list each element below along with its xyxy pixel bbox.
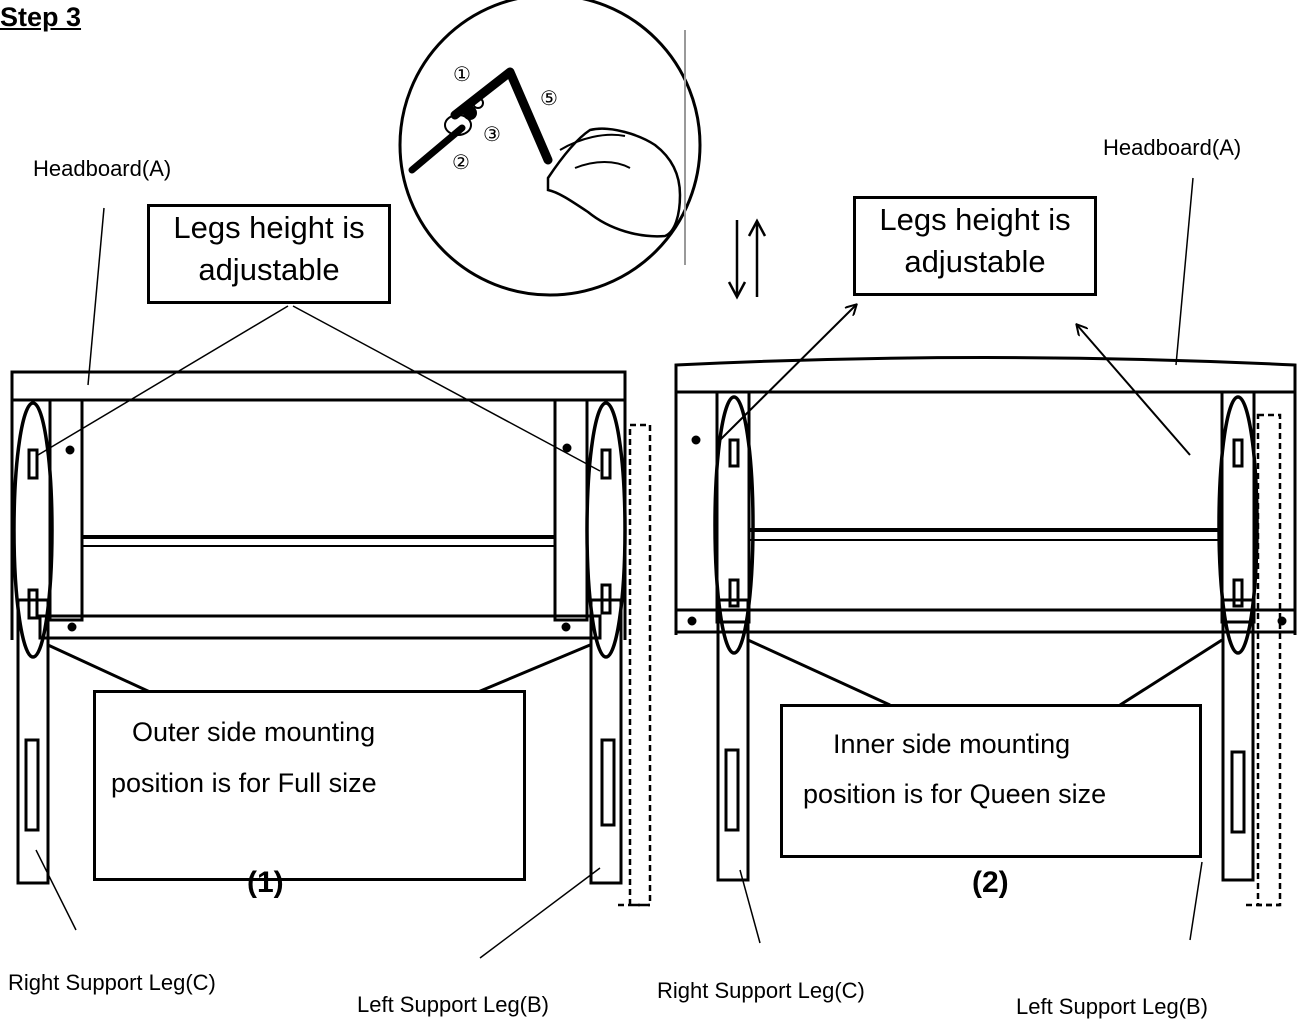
marker-2: ② — [452, 152, 470, 174]
callout-2-line1: Legs height is — [879, 202, 1071, 237]
headboard-label-1: Headboard(A) — [33, 156, 172, 181]
inner-mounting-note: Inner side mounting position is for Quee… — [780, 704, 1202, 858]
left-support-leg-label-2: Left Support Leg(B) — [1016, 994, 1209, 1019]
legs-adjustable-callout-2: Legs height is adjustable — [853, 196, 1097, 296]
legs-adjustable-callout-1: Legs height is adjustable — [147, 204, 391, 304]
callout-1-line1: Legs height is — [173, 210, 365, 245]
marker-3: ③ — [483, 124, 501, 146]
callout-2-line2: adjustable — [904, 244, 1046, 279]
marker-5: ⑤ — [540, 88, 558, 110]
right-support-leg-label-2: Right Support Leg(C) — [657, 978, 865, 1003]
inner-mounting-line1: Inner side mounting — [833, 729, 1071, 759]
step-title: Step 3 — [0, 2, 82, 32]
outer-mounting-line1: Outer side mounting — [132, 717, 376, 747]
figure-2-label: (2) — [972, 866, 1009, 899]
marker-1: ① — [453, 64, 471, 86]
bed-frame-figure-1 — [10, 207, 652, 959]
bed-frame-figure-2 — [674, 177, 1297, 944]
inner-mounting-line2: position is for Queen size — [803, 779, 1107, 809]
callout-1-line2: adjustable — [198, 252, 340, 287]
right-support-leg-label-1: Right Support Leg(C) — [8, 970, 216, 995]
outer-mounting-line2: position is for Full size — [111, 768, 377, 798]
figure-1-label: (1) — [247, 866, 284, 899]
detail-inset — [398, 0, 702, 297]
outer-mounting-note: Outer side mounting position is for Full… — [93, 690, 526, 881]
left-support-leg-label-1: Left Support Leg(B) — [357, 992, 550, 1017]
headboard-label-2: Headboard(A) — [1103, 135, 1242, 160]
height-adjust-arrows — [727, 218, 767, 300]
